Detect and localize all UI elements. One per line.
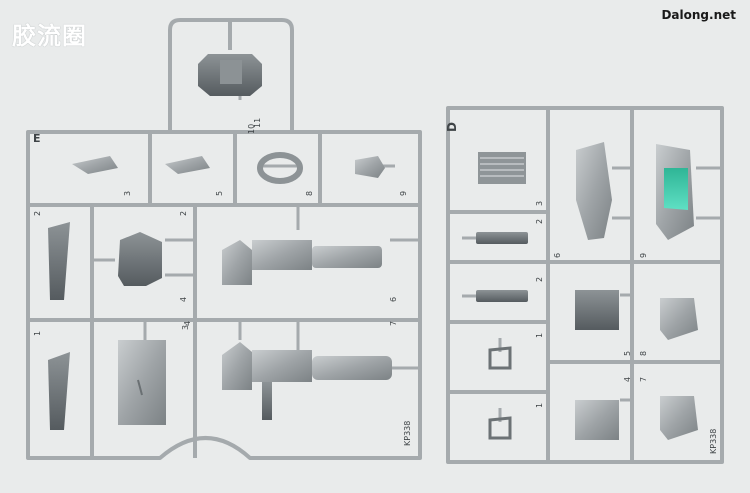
left-gate-number: 5: [215, 191, 224, 196]
right-gate-number: 1: [535, 333, 544, 338]
part-grille: [478, 152, 526, 184]
part-small-bracket-2: [165, 156, 210, 174]
watermark-logo-left: 胶流圈: [12, 22, 87, 50]
watermark-site-right: Dalong.net: [661, 8, 736, 22]
right-runner-code: KP338: [709, 429, 718, 454]
left-gate-number: 6: [389, 297, 398, 302]
right-gate-number: 8: [639, 351, 648, 356]
part-rod-1: [476, 232, 528, 244]
left-gate-number: 4: [179, 297, 188, 302]
left-runner-frame: [26, 18, 422, 460]
right-runner-letter: D: [445, 122, 459, 132]
part-cannon-upper: [222, 240, 382, 285]
left-gate-number: 4: [183, 321, 192, 326]
part-backpack-2: [575, 400, 619, 440]
right-gate-number: 2: [535, 219, 544, 224]
right-runner-gates: [462, 166, 722, 422]
part-visor-green: [656, 144, 694, 240]
part-rod-2: [476, 290, 528, 302]
part-armor-plate: [118, 340, 166, 425]
part-armor-1: [660, 298, 698, 340]
left-gate-number: 2: [179, 211, 188, 216]
part-backpack-1: [575, 290, 619, 330]
right-gate-number: 6: [553, 253, 562, 258]
left-gate-number: 9: [399, 191, 408, 196]
left-gate-number: 1: [33, 331, 42, 336]
part-cone-small: [355, 156, 385, 178]
right-gate-number: 7: [639, 377, 648, 382]
right-gate-number: 3: [535, 201, 544, 206]
left-gate-number: 11: [253, 118, 262, 128]
part-shield-left-lower: [48, 352, 70, 430]
left-gate-number: 3: [123, 191, 132, 196]
part-visor-silver: [576, 142, 612, 240]
right-gate-number: 1: [535, 403, 544, 408]
left-runner-letter: E: [33, 132, 41, 145]
part-small-hook-1: [488, 346, 512, 370]
left-gate-number: 7: [389, 321, 398, 326]
part-chest-block: [118, 232, 162, 286]
left-gate-number: 8: [305, 191, 314, 196]
right-gate-number: 2: [535, 277, 544, 282]
part-armor-2: [660, 396, 698, 440]
left-gate-number: 10: [247, 124, 256, 134]
part-shield-left-upper: [48, 222, 70, 300]
part-cannon-lower: [222, 342, 392, 420]
left-gate-number: 3: [181, 325, 190, 330]
left-gate-number: 2: [33, 211, 42, 216]
left-runner-code: KP338: [403, 421, 412, 446]
part-helmet-top: [198, 54, 262, 96]
part-small-hook-2: [488, 416, 512, 440]
part-small-bracket-1: [72, 156, 118, 174]
right-gate-number: 9: [639, 253, 648, 258]
right-gate-number: 5: [623, 351, 632, 356]
right-gate-number: 4: [623, 377, 632, 382]
part-ring-joint: [257, 152, 303, 184]
